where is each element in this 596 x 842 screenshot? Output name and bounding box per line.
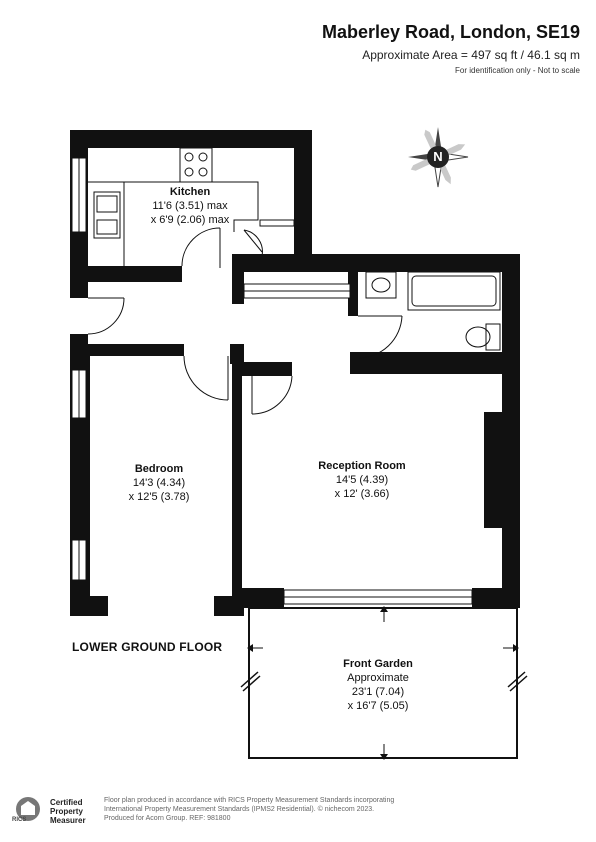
room-dimension: 11'6 (3.51) max xyxy=(152,200,228,212)
room-name: Kitchen xyxy=(169,186,211,198)
page-title: Maberley Road, London, SE19 xyxy=(321,22,580,42)
walls xyxy=(70,130,520,616)
rics-line: Property xyxy=(50,807,83,816)
bathroom-fixtures xyxy=(365,271,501,351)
approximate-area: Approximate Area = 497 sq ft / 46.1 sq m xyxy=(362,48,580,62)
footer-line: Produced for Acorn Group. REF: 981800 xyxy=(104,815,231,822)
room-dimension: x 12'5 (3.78) xyxy=(128,491,190,503)
room-reception: Reception Room 14'5 (4.39) x 12' (3.66) xyxy=(302,459,422,501)
compass-icon xyxy=(408,127,469,188)
room-dimension: 23'1 (7.04) xyxy=(351,686,405,698)
compass-letter: N xyxy=(433,149,443,164)
windows xyxy=(71,157,473,605)
room-name: Front Garden xyxy=(343,658,413,670)
floor-label: LOWER GROUND FLOOR xyxy=(72,640,223,654)
room-bedroom: Bedroom 14'3 (4.34) x 12'5 (3.78) xyxy=(104,462,214,504)
rics-certified-measurer: Certified Property Measurer xyxy=(50,798,86,825)
rics-line: Certified xyxy=(50,798,83,807)
room-dimension: x 6'9 (2.06) max xyxy=(150,214,230,226)
rics-line: Measurer xyxy=(50,816,86,825)
footer-line: Floor plan produced in accordance with R… xyxy=(104,797,395,804)
room-kitchen: Kitchen 11'6 (3.51) max x 6'9 (2.06) max xyxy=(140,185,240,227)
room-dimension: 14'5 (4.39) xyxy=(335,474,389,486)
rics-logo-icon xyxy=(16,797,40,821)
room-name: Bedroom xyxy=(134,463,184,475)
doors xyxy=(87,227,403,415)
footer-disclaimer: Floor plan produced in accordance with R… xyxy=(104,796,434,823)
room-front-garden: Front Garden Approximate 23'1 (7.04) x 1… xyxy=(318,657,438,713)
rics-brand: RICS xyxy=(12,817,27,823)
room-dimension: x 16'7 (5.05) xyxy=(347,700,409,712)
room-name: Reception Room xyxy=(318,460,406,472)
room-dimension: x 12' (3.66) xyxy=(334,488,390,500)
room-dimension: Approximate xyxy=(347,672,409,684)
kitchen-units xyxy=(88,147,295,266)
footer-line: International Property Measurement Stand… xyxy=(104,806,375,813)
identification-note: For identification only - Not to scale xyxy=(455,66,580,75)
room-dimension: 14'3 (4.34) xyxy=(132,477,186,489)
